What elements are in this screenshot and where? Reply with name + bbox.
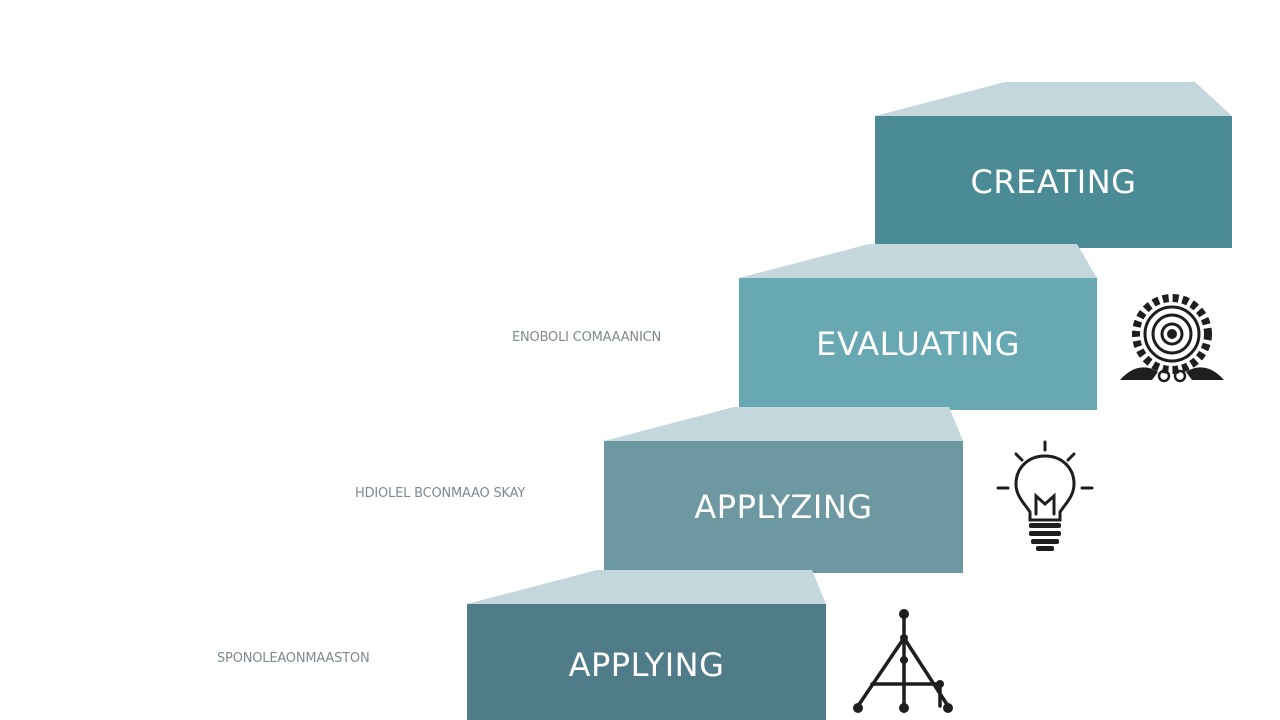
step-applying-top: [467, 570, 826, 604]
side-label-evaluating: ENOBOLI COMAAANICN: [512, 330, 661, 345]
step-label: EVALUATING: [816, 325, 1020, 363]
step-label: APPLYZING: [694, 488, 873, 526]
step-label: APPLYING: [568, 646, 725, 684]
step-creating-face: CREATING: [875, 116, 1232, 248]
gear-target-icon: [1120, 294, 1224, 383]
step-creating: CREATING: [875, 82, 1232, 248]
step-applyzing-top: [604, 407, 963, 441]
lightbulb-icon: [996, 440, 1094, 551]
side-label-applying: SPONOLEAONMAASTON: [217, 651, 370, 666]
step-evaluating-top: [739, 244, 1097, 278]
step-applying: APPLYING: [467, 570, 826, 720]
step-applyzing: APPLYZING: [604, 407, 963, 573]
step-label: CREATING: [970, 163, 1137, 201]
side-label-applyzing: HDIOLEL BCONMAAO SKAY: [355, 486, 526, 501]
step-evaluating: EVALUATING: [739, 244, 1097, 410]
easel-network-icon: [853, 609, 953, 713]
step-creating-top: [875, 82, 1232, 116]
step-applyzing-face: APPLYZING: [604, 441, 963, 573]
step-evaluating-face: EVALUATING: [739, 278, 1097, 410]
step-applying-face: APPLYING: [467, 604, 826, 720]
